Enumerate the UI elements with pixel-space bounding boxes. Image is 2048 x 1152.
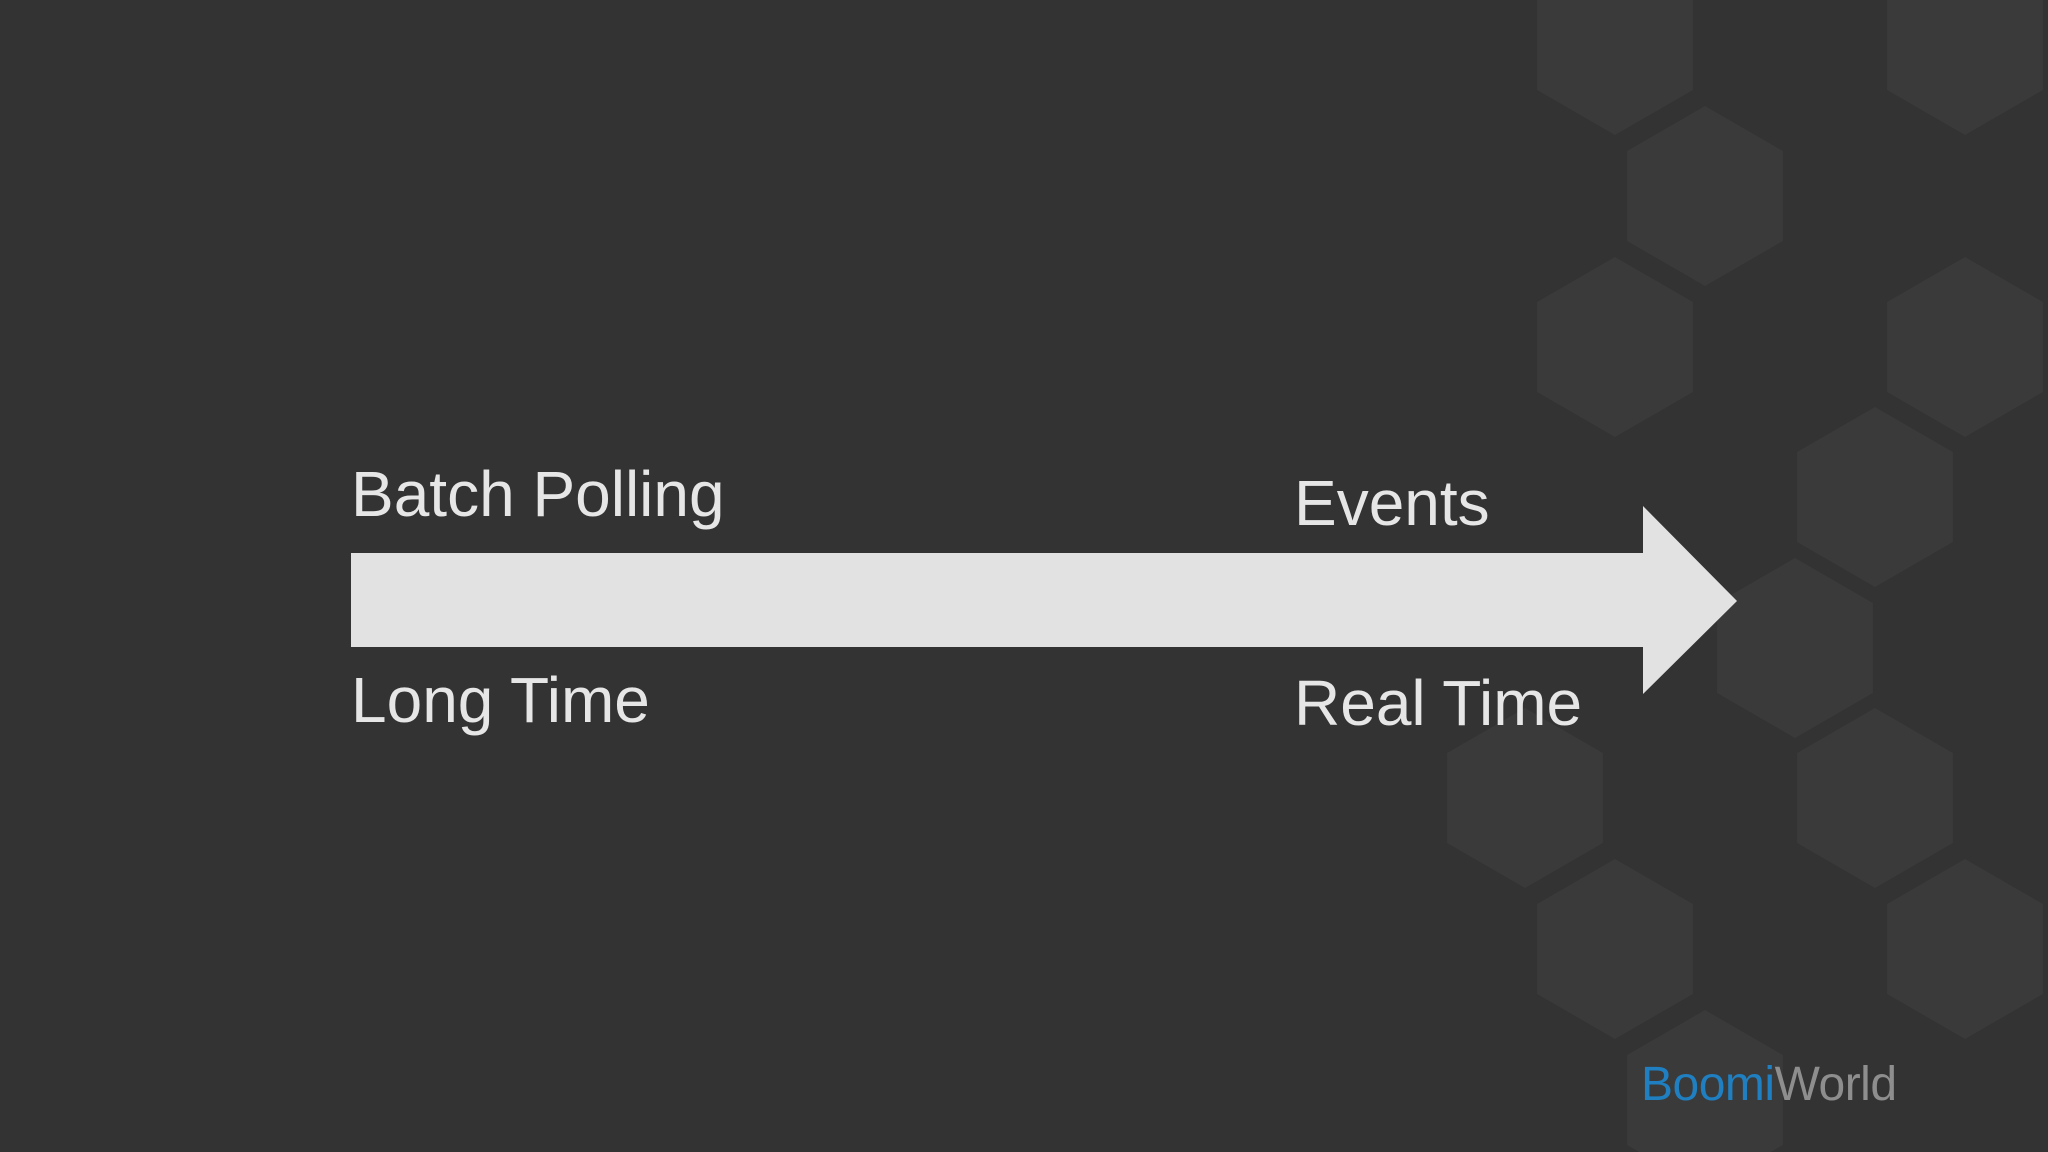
label-events: Events [1294, 467, 1490, 539]
hexagon-decoration [1537, 257, 1693, 437]
arrow-shape [351, 506, 1737, 694]
logo-world-text: World [1774, 1058, 1897, 1111]
hexagon-decoration [1537, 859, 1693, 1039]
hexagon-decoration [1627, 106, 1783, 286]
hexagon-decoration [1537, 0, 1693, 135]
hexagon-decoration [1887, 257, 2043, 437]
logo-brand-text: Boomi [1641, 1058, 1775, 1111]
hexagon-decoration [1717, 558, 1873, 738]
label-real-time: Real Time [1294, 667, 1583, 739]
hexagon-decoration [1797, 708, 1953, 888]
boomi-world-logo: BoomiWorld [1641, 1061, 1897, 1109]
hexagon-decoration [1887, 0, 2043, 135]
label-batch-polling: Batch Polling [351, 458, 725, 530]
hexagon-decoration [1447, 708, 1603, 888]
hexagon-decoration [1797, 407, 1953, 587]
hexagon-decoration [1887, 859, 2043, 1039]
label-long-time: Long Time [351, 664, 650, 736]
hexagon-decoration [1627, 1010, 1783, 1152]
